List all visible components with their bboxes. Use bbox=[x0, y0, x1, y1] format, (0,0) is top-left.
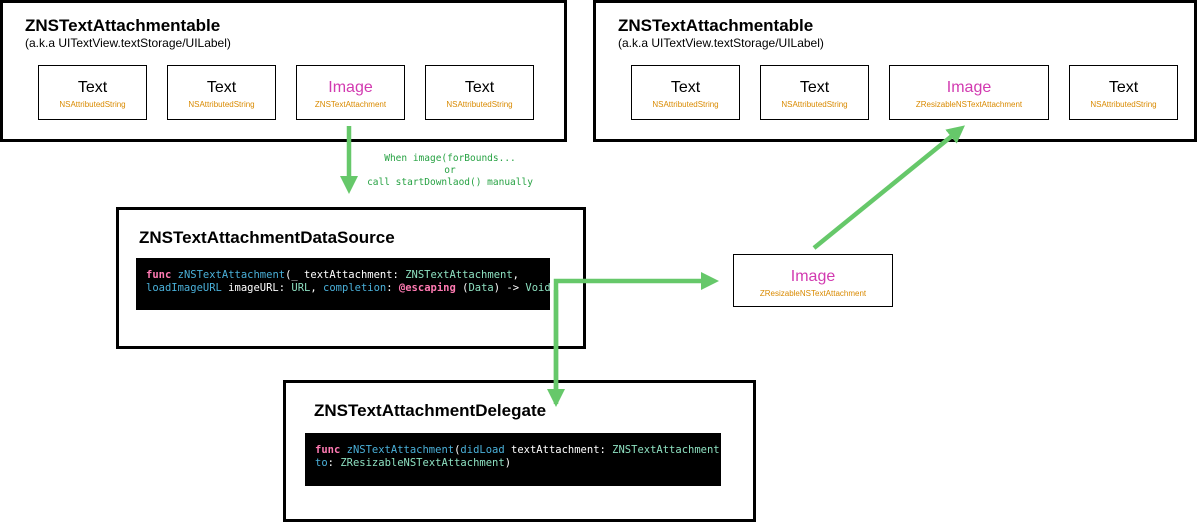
code-token: , bbox=[512, 269, 519, 281]
code-token: ( bbox=[454, 444, 461, 456]
code-token: ( bbox=[455, 282, 469, 294]
item-label: Text bbox=[1108, 79, 1139, 96]
code-token: Void bbox=[525, 282, 551, 294]
note-line: or bbox=[444, 165, 456, 176]
code-token: (_ textAttachment: bbox=[285, 269, 406, 281]
code-token: ZNSTextAttachment bbox=[612, 444, 720, 456]
code-token: , bbox=[310, 282, 324, 294]
text-item: Text NSAttributedString bbox=[1069, 65, 1178, 120]
code-token: to bbox=[315, 457, 328, 469]
item-sublabel: NSAttributedString bbox=[781, 100, 848, 109]
delegate-title: ZNSTextAttachmentDelegate bbox=[314, 401, 547, 420]
data-source-code: func zNSTextAttachment(_ textAttachment:… bbox=[136, 258, 557, 310]
code-token: zNSTextAttachment bbox=[346, 444, 455, 456]
attachmentable-box-right: ZNSTextAttachmentable (a.k.a UITextView.… bbox=[593, 0, 1197, 142]
item-label: Image bbox=[328, 79, 373, 96]
item-sublabel: NSAttributedString bbox=[1090, 100, 1157, 109]
code-token: ) -> bbox=[493, 282, 526, 294]
code-token: loadImageURL bbox=[146, 282, 222, 294]
item-sublabel: NSAttributedString bbox=[652, 100, 719, 109]
code-token: URL bbox=[291, 282, 311, 294]
attachmentable-subtitle: (a.k.a UITextView.textStorage/UILabel) bbox=[618, 36, 824, 50]
item-sublabel: ZResizableNSTextAttachment bbox=[759, 289, 867, 298]
item-label: Image bbox=[790, 268, 836, 285]
delegate-code: func zNSTextAttachment(didLoad textAttac… bbox=[305, 433, 726, 486]
text-item: Text NSAttributedString bbox=[38, 65, 147, 120]
item-label: Text bbox=[206, 79, 237, 96]
code-token: zNSTextAttachment bbox=[177, 269, 286, 281]
code-token: : bbox=[386, 282, 399, 294]
text-item: Text NSAttributedString bbox=[760, 65, 869, 120]
code-token: : bbox=[327, 457, 341, 469]
code-token: didLoad bbox=[460, 444, 505, 456]
delegate-box: ZNSTextAttachmentDelegate func zNSTextAt… bbox=[283, 380, 756, 522]
code-token: ZResizableNSTextAttachment bbox=[340, 457, 505, 469]
code-token: ZNSTextAttachment bbox=[405, 269, 513, 281]
attachmentable-subtitle: (a.k.a UITextView.textStorage/UILabel) bbox=[25, 36, 231, 50]
resized-image-item: Image ZResizableNSTextAttachment bbox=[733, 254, 893, 307]
text-item: Text NSAttributedString bbox=[631, 65, 740, 120]
attachmentable-box-left: ZNSTextAttachmentable (a.k.a UITextView.… bbox=[0, 0, 567, 142]
item-label: Text bbox=[464, 79, 495, 96]
item-label: Text bbox=[799, 79, 830, 96]
note-line: When image(forBounds... bbox=[384, 153, 516, 164]
image-item: Image ZNSTextAttachment bbox=[296, 65, 405, 120]
data-source-box: ZNSTextAttachmentDataSource func zNSText… bbox=[116, 207, 586, 349]
item-label: Text bbox=[670, 79, 701, 96]
item-sublabel: NSAttributedString bbox=[59, 100, 126, 109]
code-token: @escaping bbox=[398, 282, 456, 294]
code-token: ) bbox=[504, 457, 512, 469]
item-sublabel: ZNSTextAttachment bbox=[314, 100, 387, 109]
download-trigger-note: When image(forBounds... or call startDow… bbox=[360, 153, 540, 189]
note-line: call startDownlaod() manually bbox=[367, 177, 533, 188]
code-token: func bbox=[315, 444, 341, 456]
item-sublabel: ZResizableNSTextAttachment bbox=[915, 100, 1023, 109]
code-token: Data bbox=[468, 282, 494, 294]
arrow-resized-to-right-image bbox=[812, 125, 965, 250]
attachmentable-title: ZNSTextAttachmentable bbox=[618, 16, 814, 35]
item-label: Text bbox=[77, 79, 108, 96]
item-sublabel: NSAttributedString bbox=[188, 100, 255, 109]
code-token: completion bbox=[323, 282, 387, 294]
text-item: Text NSAttributedString bbox=[425, 65, 534, 120]
arrow-to-resized-image bbox=[553, 272, 719, 404]
text-item: Text NSAttributedString bbox=[167, 65, 276, 120]
item-label: Image bbox=[946, 79, 992, 96]
code-token: func bbox=[146, 269, 172, 281]
image-item: Image ZResizableNSTextAttachment bbox=[889, 65, 1049, 120]
code-token: , bbox=[719, 444, 726, 456]
code-token: textAttachment: bbox=[504, 444, 613, 456]
item-sublabel: NSAttributedString bbox=[446, 100, 513, 109]
data-source-title: ZNSTextAttachmentDataSource bbox=[139, 228, 395, 247]
code-token: imageURL: bbox=[221, 282, 292, 294]
attachmentable-title: ZNSTextAttachmentable bbox=[25, 16, 221, 35]
